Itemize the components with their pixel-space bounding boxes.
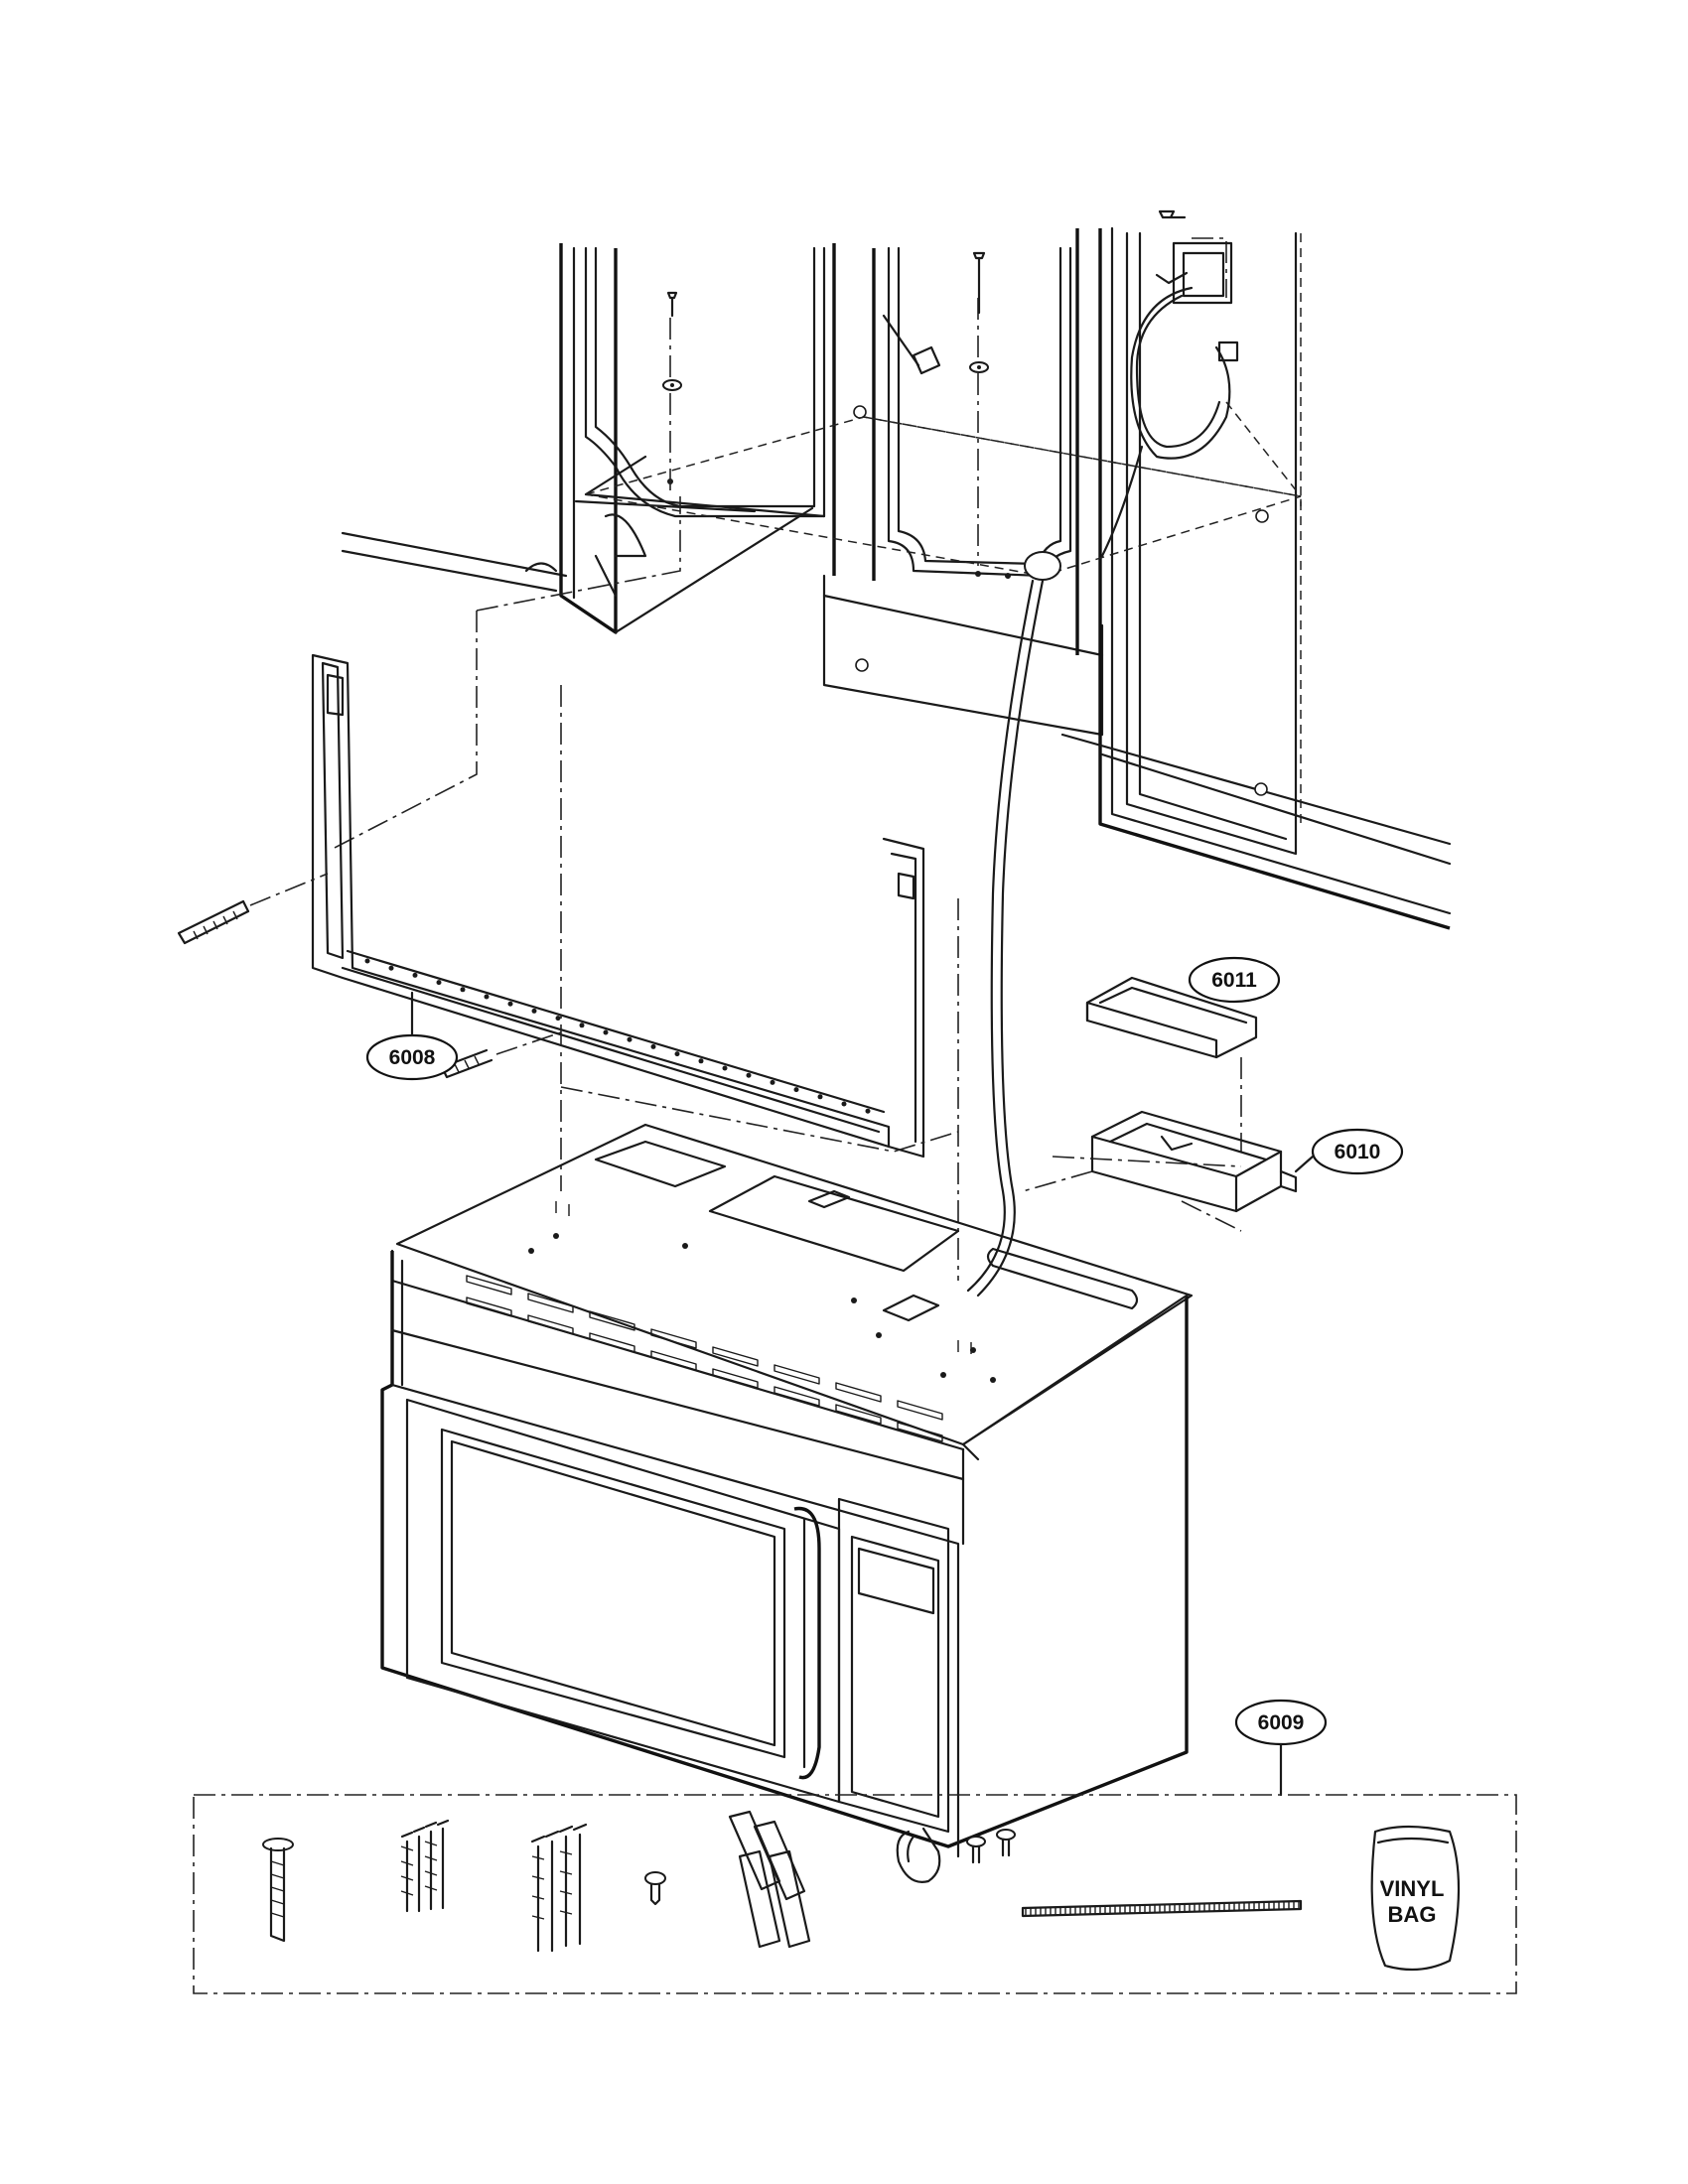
plate-hole — [793, 1087, 799, 1093]
vent-slot — [897, 1422, 943, 1442]
vent-slot — [466, 1297, 512, 1317]
vent-slot — [774, 1364, 820, 1385]
vinyl-bag-label-line1: VINYL — [1380, 1876, 1445, 1901]
plate-hole — [722, 1065, 728, 1071]
plate-hole — [674, 1051, 680, 1057]
callout-6009-label: 6009 — [1258, 1711, 1305, 1734]
hardware-kit: VINYL BAG — [193, 1794, 1517, 1994]
plate-hole — [650, 1043, 656, 1049]
power-outlet-and-cord — [966, 241, 1239, 1297]
alignment-lines — [560, 685, 1242, 1281]
plate-hole — [770, 1079, 775, 1085]
cabinet-screws — [662, 209, 1187, 391]
wing-toggle-anchors-icon — [728, 1810, 811, 1949]
plate-hole — [436, 980, 442, 986]
vent-slot — [589, 1332, 635, 1353]
plate-hole — [484, 994, 490, 1000]
plate-hole — [388, 965, 394, 971]
mounting-bolts — [177, 873, 562, 1079]
top-cabinet-plate-6011 — [1085, 976, 1258, 1152]
callout-6011: 6011 — [1188, 956, 1281, 1004]
small-screw-icon — [644, 1871, 666, 1906]
vent-slot — [712, 1346, 759, 1367]
long-screws-icon — [530, 1823, 588, 1953]
spring-strip-icon — [1021, 1899, 1303, 1918]
vinyl-bag-label-line2: BAG — [1388, 1902, 1437, 1927]
callout-6010: 6010 — [1311, 1128, 1404, 1175]
vent-slot — [650, 1328, 697, 1349]
toggle-bolt-icon — [882, 314, 920, 367]
vent-slot — [897, 1400, 943, 1421]
plate-hole — [579, 1023, 585, 1028]
wall-mounting-plate — [311, 653, 925, 1159]
plate-hole — [841, 1101, 847, 1107]
vent-slot — [835, 1382, 882, 1403]
callout-6008: 6008 — [365, 1033, 459, 1081]
plate-hole — [531, 1008, 537, 1014]
plate-hole — [817, 1094, 823, 1100]
upper-cabinets — [332, 226, 1452, 930]
toggle-bolt-icon — [262, 1838, 294, 1943]
plate-hole — [364, 958, 370, 964]
microwave-oven — [380, 1123, 1194, 1858]
wood-screws-icon — [400, 1819, 450, 1913]
vent-slot — [712, 1368, 759, 1389]
vinyl-bag-icon: VINYL BAG — [1370, 1825, 1461, 1972]
vent-slots — [466, 1275, 943, 1442]
callout-6008-label: 6008 — [389, 1046, 436, 1069]
vent-slot — [589, 1310, 635, 1331]
plate-hole — [627, 1036, 633, 1042]
cord-clamp-icon — [896, 1827, 941, 1883]
callout-6011-label: 6011 — [1211, 969, 1257, 992]
plate-hole — [746, 1072, 752, 1078]
plate-hole — [555, 1016, 561, 1022]
vent-slot — [527, 1314, 574, 1335]
mounting-plate-holes — [364, 958, 871, 1114]
vent-slot — [774, 1386, 820, 1407]
vent-slot — [835, 1404, 882, 1425]
plate-hole — [412, 972, 418, 978]
vent-slot — [466, 1275, 512, 1296]
plate-hole — [865, 1108, 871, 1114]
clamp-screws-icon — [966, 1829, 1016, 1864]
plate-hole — [603, 1029, 609, 1035]
plate-hole — [507, 1001, 513, 1007]
vent-slot — [527, 1293, 574, 1313]
vent-slot — [650, 1350, 697, 1371]
plate-hole — [698, 1058, 704, 1064]
callout-6010-label: 6010 — [1335, 1141, 1381, 1163]
plate-hole — [460, 987, 466, 993]
callout-6009: 6009 — [1234, 1699, 1328, 1746]
exhaust-adapter-6010 — [1022, 1110, 1298, 1232]
